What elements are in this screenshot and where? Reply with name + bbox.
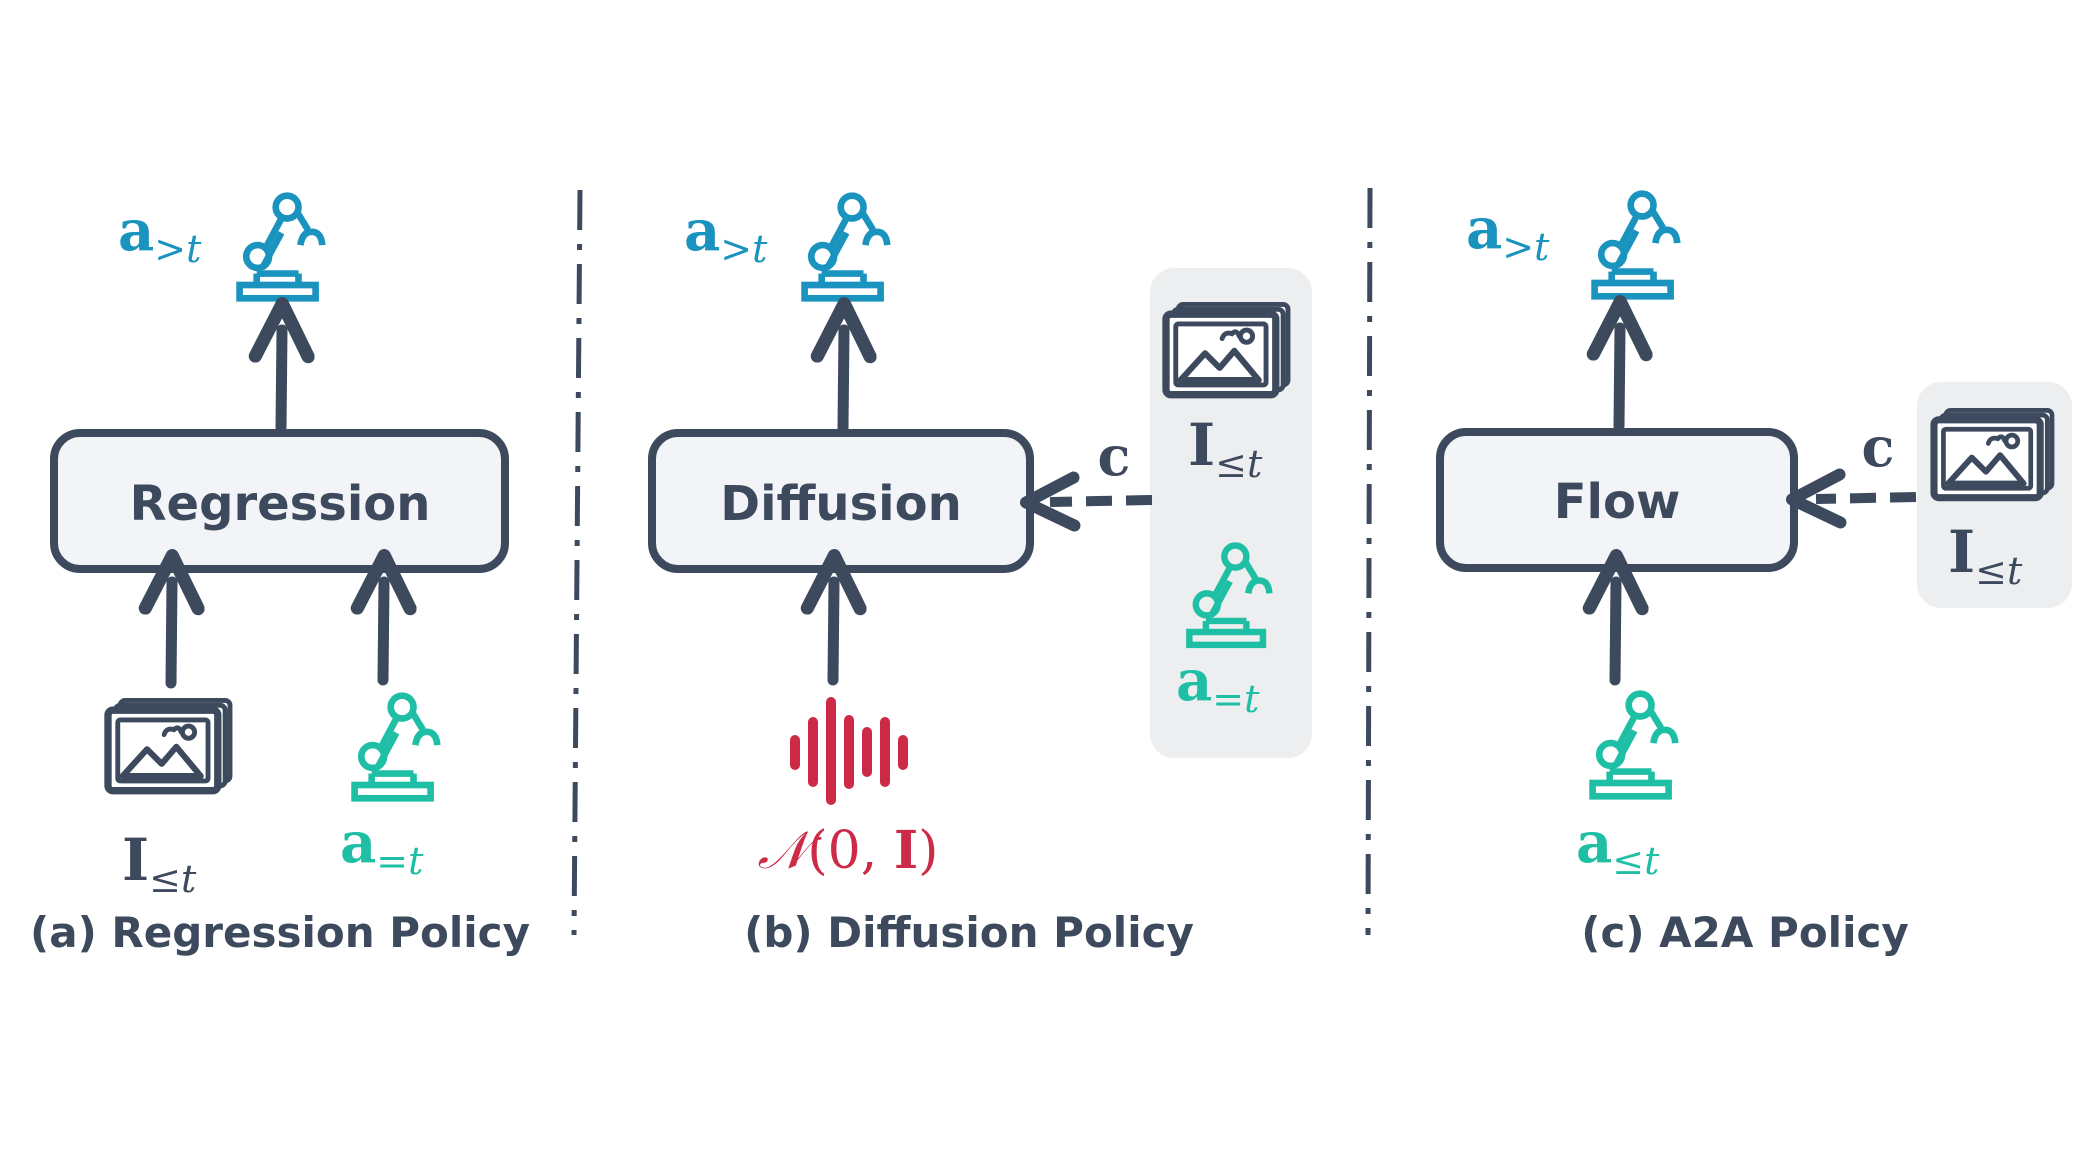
condition-image-symbol: I≤t xyxy=(1188,411,1263,486)
action-input-symbol: a=t xyxy=(340,810,424,883)
action-input-symbol: a≤t xyxy=(1576,810,1660,883)
output-robot-icon xyxy=(240,196,323,299)
output-arrow xyxy=(1586,295,1653,432)
condition-label: c xyxy=(1862,415,1895,479)
panel-a2a: a>t Flow a≤t c I≤t (c) A2A Policy xyxy=(1436,194,2072,957)
output-symbol: a>t xyxy=(684,198,768,271)
noise-waveform-icon xyxy=(790,697,908,805)
caption-c: (c) A2A Policy xyxy=(1581,908,1908,957)
action-input-arrow xyxy=(350,549,417,686)
noise-input-arrow xyxy=(800,549,867,686)
caption-b: (b) Diffusion Policy xyxy=(744,908,1194,957)
robot-arm-icon xyxy=(355,696,438,799)
robot-arm-icon xyxy=(1593,694,1676,797)
regression-label: Regression xyxy=(130,476,431,532)
image-input-symbol: I≤t xyxy=(122,826,197,901)
noise-symbol: 𝒩(0, I) xyxy=(758,820,939,881)
output-arrow xyxy=(248,297,315,434)
regression-box xyxy=(50,429,509,573)
condition-image-symbol: I≤t xyxy=(1948,518,2023,593)
condition-action-symbol: a=t xyxy=(1176,648,1260,721)
condition-arrow xyxy=(1786,468,1917,529)
image-stack-icon xyxy=(1166,304,1288,394)
condition-arrow xyxy=(1020,471,1153,532)
panel-regression: a>t Regression I≤t a=t (a) Regression Po… xyxy=(30,196,530,957)
output-symbol: a>t xyxy=(1466,196,1550,269)
diffusion-label: Diffusion xyxy=(720,476,962,532)
output-robot-icon xyxy=(805,196,888,299)
output-arrow xyxy=(810,297,877,434)
caption-a: (a) Regression Policy xyxy=(30,908,530,957)
divider-left xyxy=(571,189,583,936)
flow-label: Flow xyxy=(1554,474,1681,530)
image-input-arrow xyxy=(138,549,205,689)
condition-label: c xyxy=(1098,424,1131,488)
divider-right xyxy=(1365,187,1373,936)
image-stack-icon xyxy=(108,700,230,790)
action-input-arrow xyxy=(1582,549,1649,686)
output-symbol: a>t xyxy=(118,198,202,271)
image-stack-icon xyxy=(1934,410,2052,497)
output-robot-icon xyxy=(1595,194,1678,297)
panel-diffusion: a>t Diffusion 𝒩(0, I) c I≤t xyxy=(648,196,1312,957)
